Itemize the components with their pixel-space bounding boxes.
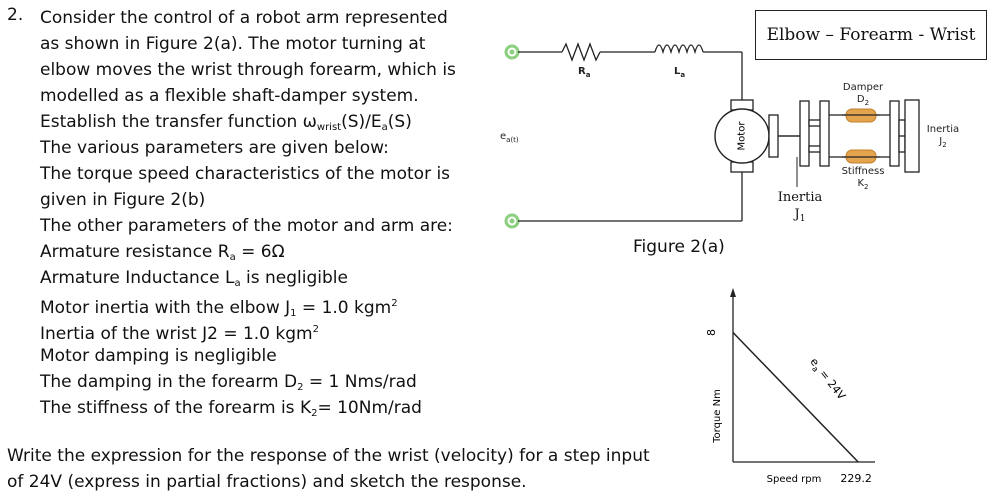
question-number: 2. xyxy=(7,5,24,25)
question-line: elbow moves the wrist through forearm, w… xyxy=(40,60,456,80)
inertia-1-disk xyxy=(768,114,779,158)
inductor-symbol xyxy=(654,44,704,55)
question-line: modelled as a flexible shaft-damper syst… xyxy=(40,86,419,106)
question-line: Consider the control of a robot arm repr… xyxy=(40,8,448,28)
question-line: The torque speed characteristics of the … xyxy=(40,164,451,184)
series-label: ea = 24V xyxy=(806,355,849,404)
inertia-1-label: Inertia J1 xyxy=(777,190,823,224)
resistor-symbol xyxy=(561,42,601,62)
stiffness-label: Stiffness K2 xyxy=(841,166,885,191)
question-line: The various parameters are given below: xyxy=(40,138,389,158)
question-line: Motor damping is negligible xyxy=(40,346,277,366)
x-axis-label: Speed rpm xyxy=(767,474,822,485)
voltage-label: ea(t) xyxy=(500,131,519,144)
motor: Motor xyxy=(714,99,770,173)
question-line: Armature resistance Ra = 6Ω xyxy=(40,242,285,263)
figure-2a-caption: Figure 2(a) xyxy=(633,237,725,257)
question-line: as shown in Figure 2(a). The motor turni… xyxy=(40,34,426,54)
task-line: Write the expression for the response of… xyxy=(7,446,650,466)
damper-element xyxy=(842,108,880,123)
y-axis-arrow xyxy=(730,288,736,297)
question-line: Establish the transfer function ωwrist(S… xyxy=(40,112,412,133)
question-line: Motor inertia with the elbow J1 = 1.0 kg… xyxy=(40,298,398,319)
torque-speed-chart: 8 229.2 Torque Nm Speed rpm ea = 24V xyxy=(705,288,875,485)
question-task: Write the expression for the response of… xyxy=(7,443,650,495)
y-tick-label: 8 xyxy=(705,329,718,336)
resistor-label: Ra xyxy=(578,66,591,79)
question-body: Consider the control of a robot arm repr… xyxy=(40,5,456,421)
inductor-label: La xyxy=(674,66,686,79)
series-line-ea-24v xyxy=(732,331,859,463)
stiffness-element xyxy=(842,149,880,164)
question-line: given in Figure 2(b) xyxy=(40,190,206,210)
figure-title-box: Elbow – Forearm - Wrist xyxy=(755,10,987,60)
inertia-2-label: Inertia J2 xyxy=(926,124,960,149)
motor-label: Motor xyxy=(737,121,748,151)
question-line: Inertia of the wrist J2 = 1.0 kgm2 xyxy=(40,324,319,344)
question-line: The other parameters of the motor and ar… xyxy=(40,216,453,236)
question-line: The stiffness of the forearm is K2= 10Nm… xyxy=(40,398,422,419)
question-line: Armature Inductance La is negligible xyxy=(40,268,348,289)
question-line: The damping in the forearm D2 = 1 Nms/ra… xyxy=(40,372,417,393)
inertia-2-block xyxy=(904,99,920,173)
y-axis-label: Torque Nm xyxy=(712,389,723,444)
x-tick-label: 229.2 xyxy=(840,472,872,485)
task-line: of 24V (express in partial fractions) an… xyxy=(7,472,527,492)
damper-label: Damper D2 xyxy=(842,82,884,107)
